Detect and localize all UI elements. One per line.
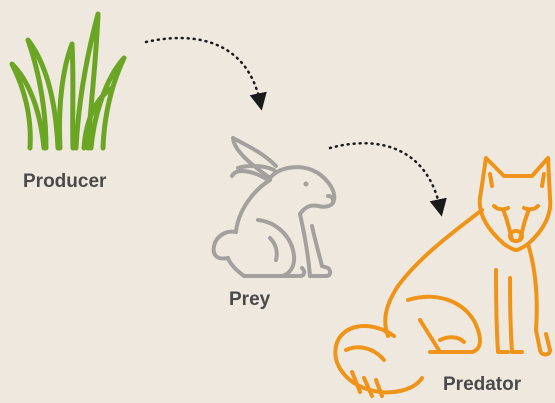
producer-label: Producer: [23, 171, 106, 193]
grass-icon: [12, 14, 124, 148]
fox-icon: [335, 158, 550, 396]
arrow-producer-to-prey: [146, 38, 260, 102]
prey-label: Prey: [229, 289, 270, 311]
rabbit-icon: [214, 138, 335, 276]
arrow-prey-to-predator: [330, 143, 440, 208]
predator-label: Predator: [443, 374, 521, 396]
